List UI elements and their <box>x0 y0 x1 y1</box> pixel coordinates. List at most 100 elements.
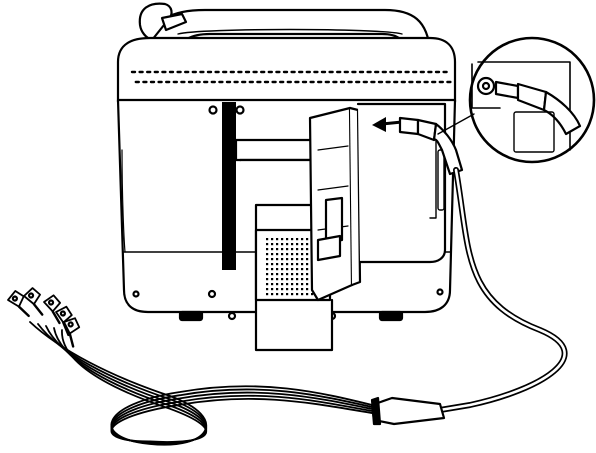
grid-dot <box>271 263 273 265</box>
grid-dot <box>281 288 283 290</box>
grid-dot <box>276 283 278 285</box>
grid-dot <box>266 293 268 295</box>
grid-dot <box>301 258 303 260</box>
grid-dot <box>301 283 303 285</box>
grid-dot <box>266 268 268 270</box>
grid-dot <box>266 288 268 290</box>
grid-dot <box>276 288 278 290</box>
grid-dot <box>296 258 298 260</box>
grid-dot <box>271 258 273 260</box>
grid-dot <box>291 273 293 275</box>
grid-dot <box>276 293 278 295</box>
grid-dot <box>286 288 288 290</box>
grid-dot <box>266 238 268 240</box>
grid-dot <box>296 288 298 290</box>
grid-dot <box>306 273 308 275</box>
grid-dot <box>286 243 288 245</box>
grid-dot <box>291 253 293 255</box>
grid-dot <box>271 238 273 240</box>
grid-dot <box>276 278 278 280</box>
grid-dot <box>296 273 298 275</box>
grid-dot <box>281 278 283 280</box>
grid-dot <box>301 288 303 290</box>
grid-dot <box>306 293 308 295</box>
grid-dot <box>281 263 283 265</box>
grid-dot <box>301 248 303 250</box>
grid-dot <box>281 253 283 255</box>
grid-dot <box>286 293 288 295</box>
grid-dot <box>281 273 283 275</box>
grid-dot <box>306 253 308 255</box>
grid-dot <box>306 258 308 260</box>
grid-dot <box>296 293 298 295</box>
grid-dot <box>301 268 303 270</box>
grid-dot <box>276 263 278 265</box>
grid-dot <box>296 268 298 270</box>
grid-dot <box>286 248 288 250</box>
grid-dot <box>266 258 268 260</box>
grid-dot <box>276 243 278 245</box>
grid-dot <box>301 293 303 295</box>
grid-dot <box>306 243 308 245</box>
grid-dot <box>271 268 273 270</box>
grid-dot <box>301 263 303 265</box>
grid-dot <box>286 258 288 260</box>
grid-dot <box>291 263 293 265</box>
grid-dot <box>301 273 303 275</box>
grid-dot <box>266 263 268 265</box>
grid-dot <box>286 268 288 270</box>
grid-dot <box>276 258 278 260</box>
grid-dot <box>271 293 273 295</box>
grid-dot <box>291 243 293 245</box>
grid-dot <box>296 248 298 250</box>
grid-dot <box>266 248 268 250</box>
grid-dot <box>306 248 308 250</box>
grid-dot <box>281 238 283 240</box>
grid-dot <box>291 238 293 240</box>
grid-dot <box>296 253 298 255</box>
grid-dot <box>286 273 288 275</box>
grid-dot <box>271 288 273 290</box>
grid-dot <box>301 238 303 240</box>
grid-dot <box>271 273 273 275</box>
grid-dot <box>296 283 298 285</box>
grid-dot <box>301 278 303 280</box>
grid-dot <box>301 243 303 245</box>
grid-dot <box>271 283 273 285</box>
grid-dot <box>271 243 273 245</box>
grid-dot <box>281 293 283 295</box>
connector-cover <box>310 108 360 300</box>
grid-dot <box>291 293 293 295</box>
detail-callout <box>470 38 594 162</box>
cable-yoke <box>372 398 444 424</box>
grid-dot <box>266 283 268 285</box>
grid-dot <box>296 278 298 280</box>
grid-dot <box>281 243 283 245</box>
grid-dot <box>296 238 298 240</box>
electrode-clip <box>44 295 62 324</box>
grid-dot <box>281 248 283 250</box>
grid-dot <box>296 263 298 265</box>
grid-dot <box>281 283 283 285</box>
grid-dot <box>296 243 298 245</box>
electrode-clips <box>6 287 81 347</box>
grid-dot <box>286 253 288 255</box>
grid-dot <box>291 268 293 270</box>
grid-dot <box>291 283 293 285</box>
grid-dot <box>266 243 268 245</box>
grid-dot <box>276 253 278 255</box>
grid-dot <box>291 278 293 280</box>
grid-dot <box>276 248 278 250</box>
patient-cable <box>440 170 565 410</box>
grid-dot <box>286 278 288 280</box>
grid-dot <box>281 258 283 260</box>
grid-dot <box>291 258 293 260</box>
grid-dot <box>306 238 308 240</box>
grid-dot <box>306 283 308 285</box>
grid-dot <box>306 288 308 290</box>
grid-dot <box>266 253 268 255</box>
grid-dot <box>271 253 273 255</box>
grid-dot <box>281 268 283 270</box>
grid-dot <box>266 273 268 275</box>
